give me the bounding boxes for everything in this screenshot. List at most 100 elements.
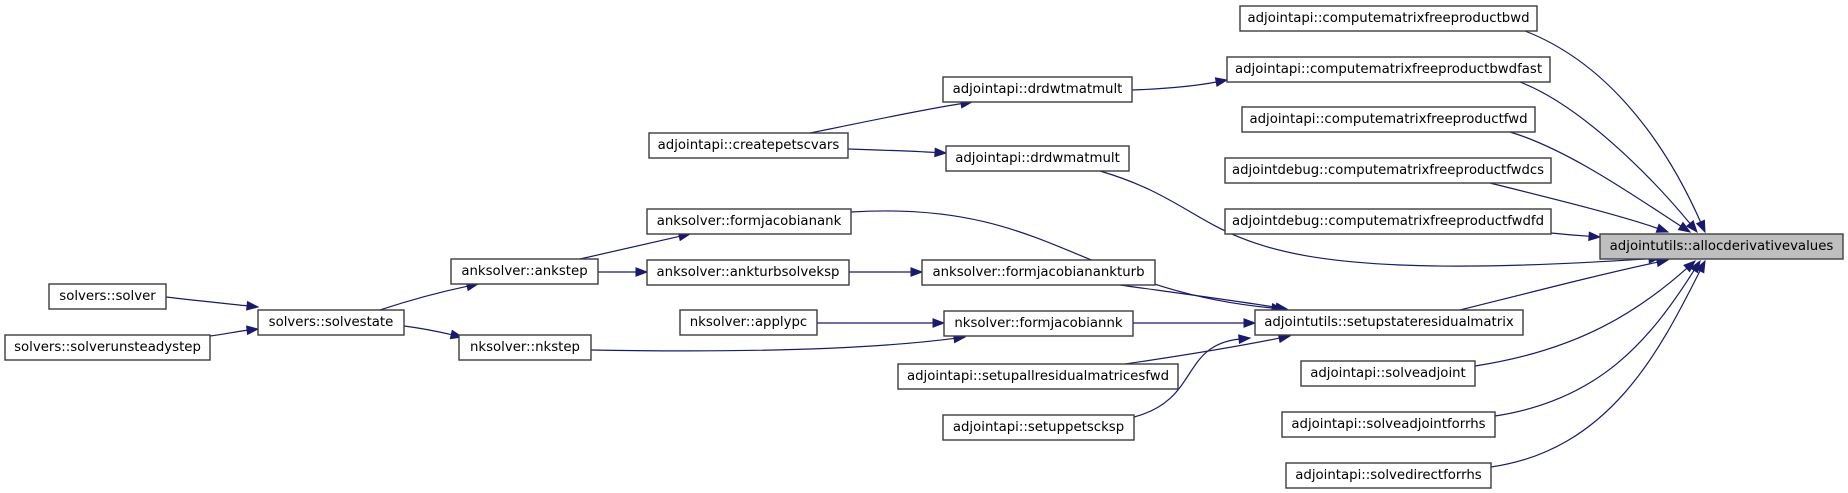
caller-node-bwdfast[interactable]: adjointapi::computematrixfreeproductbwdf…: [1226, 56, 1551, 83]
caller-node-solver[interactable]: solvers::solver: [48, 283, 167, 310]
node-box[interactable]: [943, 310, 1134, 337]
caller-node-formjacobiannk[interactable]: nksolver::formjacobiannk: [943, 310, 1134, 337]
node-label: adjointapi::computematrixfreeproductbwdf…: [1235, 62, 1542, 77]
edge-line: [1099, 170, 1651, 267]
edge-fwdfd-to-alloc: [1550, 231, 1602, 242]
edge-solvestate-to-ankstep: [379, 281, 480, 311]
node-box[interactable]: [646, 259, 850, 286]
edge-solverunsteadystep-to-solvestate: [209, 325, 260, 337]
caller-node-setupstate[interactable]: adjointutils::setupstateresidualmatrix: [1254, 309, 1524, 336]
caller-node-bwd[interactable]: adjointapi::computematrixfreeproductbwd: [1239, 5, 1538, 32]
caller-node-formjacobianankturb[interactable]: anksolver::formjacobianankturb: [921, 259, 1156, 286]
edge-nkstep-to-formjacobiannk: [590, 333, 967, 352]
node-label: nksolver::nkstep: [470, 340, 580, 355]
node-box[interactable]: [4, 334, 211, 361]
nodes-layer: adjointutils::allocderivativevaluesadjoi…: [4, 5, 1844, 489]
edge-ankturbsolveksp-to-formjacobianankturb: [849, 267, 924, 277]
edge-line: [1474, 267, 1688, 367]
node-box[interactable]: [450, 258, 599, 285]
node-label: adjointapi::solveadjointforrhs: [1291, 417, 1485, 432]
edge-line: [1131, 81, 1218, 91]
caller-node-solvestate[interactable]: solvers::solvestate: [257, 309, 405, 336]
caller-node-solveadjoint[interactable]: adjointapi::solveadjoint: [1300, 360, 1476, 387]
node-box[interactable]: [942, 414, 1135, 441]
node-box[interactable]: [1285, 462, 1492, 489]
caller-node-formjacobianank[interactable]: anksolver::formjacobianank: [646, 208, 852, 235]
node-box[interactable]: [257, 309, 405, 336]
edge-solvestate-to-nkstep: [403, 325, 464, 340]
edge-solver-to-solvestate: [165, 296, 260, 311]
node-box[interactable]: [945, 145, 1130, 172]
caller-node-ankstep[interactable]: anksolver::ankstep: [450, 258, 599, 285]
arrowhead-icon: [1588, 231, 1602, 242]
node-label: adjointapi::drdwmatmult: [955, 151, 1120, 166]
caller-node-solverunsteadystep[interactable]: solvers::solverunsteadystep: [4, 334, 211, 361]
node-box[interactable]: [48, 283, 167, 310]
edge-bwdfast-to-alloc: [1519, 81, 1698, 234]
node-label: adjointapi::drdwtmatmult: [953, 82, 1123, 97]
node-box[interactable]: [1300, 360, 1476, 387]
node-label: adjointapi::computematrixfreeproductbwd: [1247, 11, 1529, 26]
arrowhead-icon: [1695, 259, 1706, 274]
caller-node-drdwtmatmult[interactable]: adjointapi::drdwtmatmult: [942, 76, 1133, 103]
caller-node-drdwmatmult[interactable]: adjointapi::drdwmatmult: [945, 145, 1130, 172]
edge-line: [809, 102, 963, 134]
caller-node-nkstep[interactable]: nksolver::nkstep: [458, 334, 592, 361]
edge-ankstep-to-ankturbsolveksp: [598, 267, 649, 277]
arrowhead-icon: [1214, 77, 1229, 87]
edge-line: [379, 285, 469, 311]
edge-line: [1524, 30, 1702, 224]
caller-node-solveadjointforrhs[interactable]: adjointapi::solveadjointforrhs: [1281, 411, 1496, 438]
node-box[interactable]: [1224, 208, 1552, 235]
node-label: anksolver::ankturbsolveksp: [657, 265, 840, 280]
arrowhead-icon: [934, 147, 948, 158]
edge-fwdcs-to-alloc: [1489, 182, 1670, 233]
node-label: adjointapi::solvedirectforrhs: [1295, 468, 1482, 483]
edge-line: [1489, 182, 1659, 230]
node-box[interactable]: [1281, 411, 1496, 438]
node-box[interactable]: [921, 259, 1156, 286]
node-box[interactable]: [648, 132, 849, 159]
caller-node-ankturbsolveksp[interactable]: anksolver::ankturbsolveksp: [646, 259, 850, 286]
node-box[interactable]: [679, 309, 818, 336]
caller-node-createpetscvars[interactable]: adjointapi::createpetscvars: [648, 132, 849, 159]
node-box[interactable]: [942, 76, 1133, 103]
caller-node-setupall[interactable]: adjointapi::setupallresidualmatricesfwd: [897, 363, 1179, 390]
edge-line: [1494, 269, 1696, 417]
edge-line: [1519, 81, 1692, 225]
caller-node-fwdfd[interactable]: adjointdebug::computematrixfreeproductfw…: [1224, 208, 1552, 235]
node-box[interactable]: [897, 363, 1179, 390]
caller-node-applypc[interactable]: nksolver::applypc: [679, 309, 818, 336]
node-box[interactable]: [1241, 106, 1536, 133]
caller-node-setuppetscksp[interactable]: adjointapi::setuppetscksp: [942, 414, 1135, 441]
edge-createpetscvars-to-drdwmatmult: [847, 147, 948, 158]
node-label: adjointutils::allocderivativevalues: [1610, 239, 1834, 254]
node-label: adjointapi::setuppetscksp: [953, 420, 1124, 435]
edge-line: [590, 337, 956, 352]
caller-node-fwdcs[interactable]: adjointdebug::computematrixfreeproductfw…: [1224, 157, 1552, 184]
arrowhead-icon: [1238, 334, 1252, 345]
node-label: adjointapi::createpetscvars: [658, 138, 840, 153]
node-label: nksolver::formjacobiannk: [954, 316, 1123, 331]
node-box[interactable]: [458, 334, 592, 361]
edge-line: [1119, 284, 1278, 309]
node-box[interactable]: [646, 208, 852, 235]
node-box: [1599, 233, 1844, 260]
node-label: solvers::solverunsteadystep: [14, 340, 201, 355]
node-box[interactable]: [1239, 5, 1538, 32]
edge-line: [1490, 269, 1702, 468]
node-box[interactable]: [1254, 309, 1524, 336]
arrowhead-icon: [246, 300, 260, 311]
node-label: anksolver::formjacobianank: [657, 214, 842, 229]
node-box[interactable]: [1224, 157, 1552, 184]
edge-line: [1459, 261, 1659, 311]
caller-node-solvedirectforrhs[interactable]: adjointapi::solvedirectforrhs: [1285, 462, 1492, 489]
node-label: adjointapi::computematrixfreeproductfwd: [1249, 112, 1527, 127]
caller-node-fwd[interactable]: adjointapi::computematrixfreeproductfwd: [1241, 106, 1536, 133]
node-box[interactable]: [1226, 56, 1551, 83]
edge-bwd-to-alloc: [1524, 30, 1706, 234]
node-label: adjointdebug::computematrixfreeproductfw…: [1232, 214, 1544, 229]
edge-setuppetscksp-to-setupstate: [1133, 334, 1252, 418]
edge-line: [209, 329, 249, 337]
